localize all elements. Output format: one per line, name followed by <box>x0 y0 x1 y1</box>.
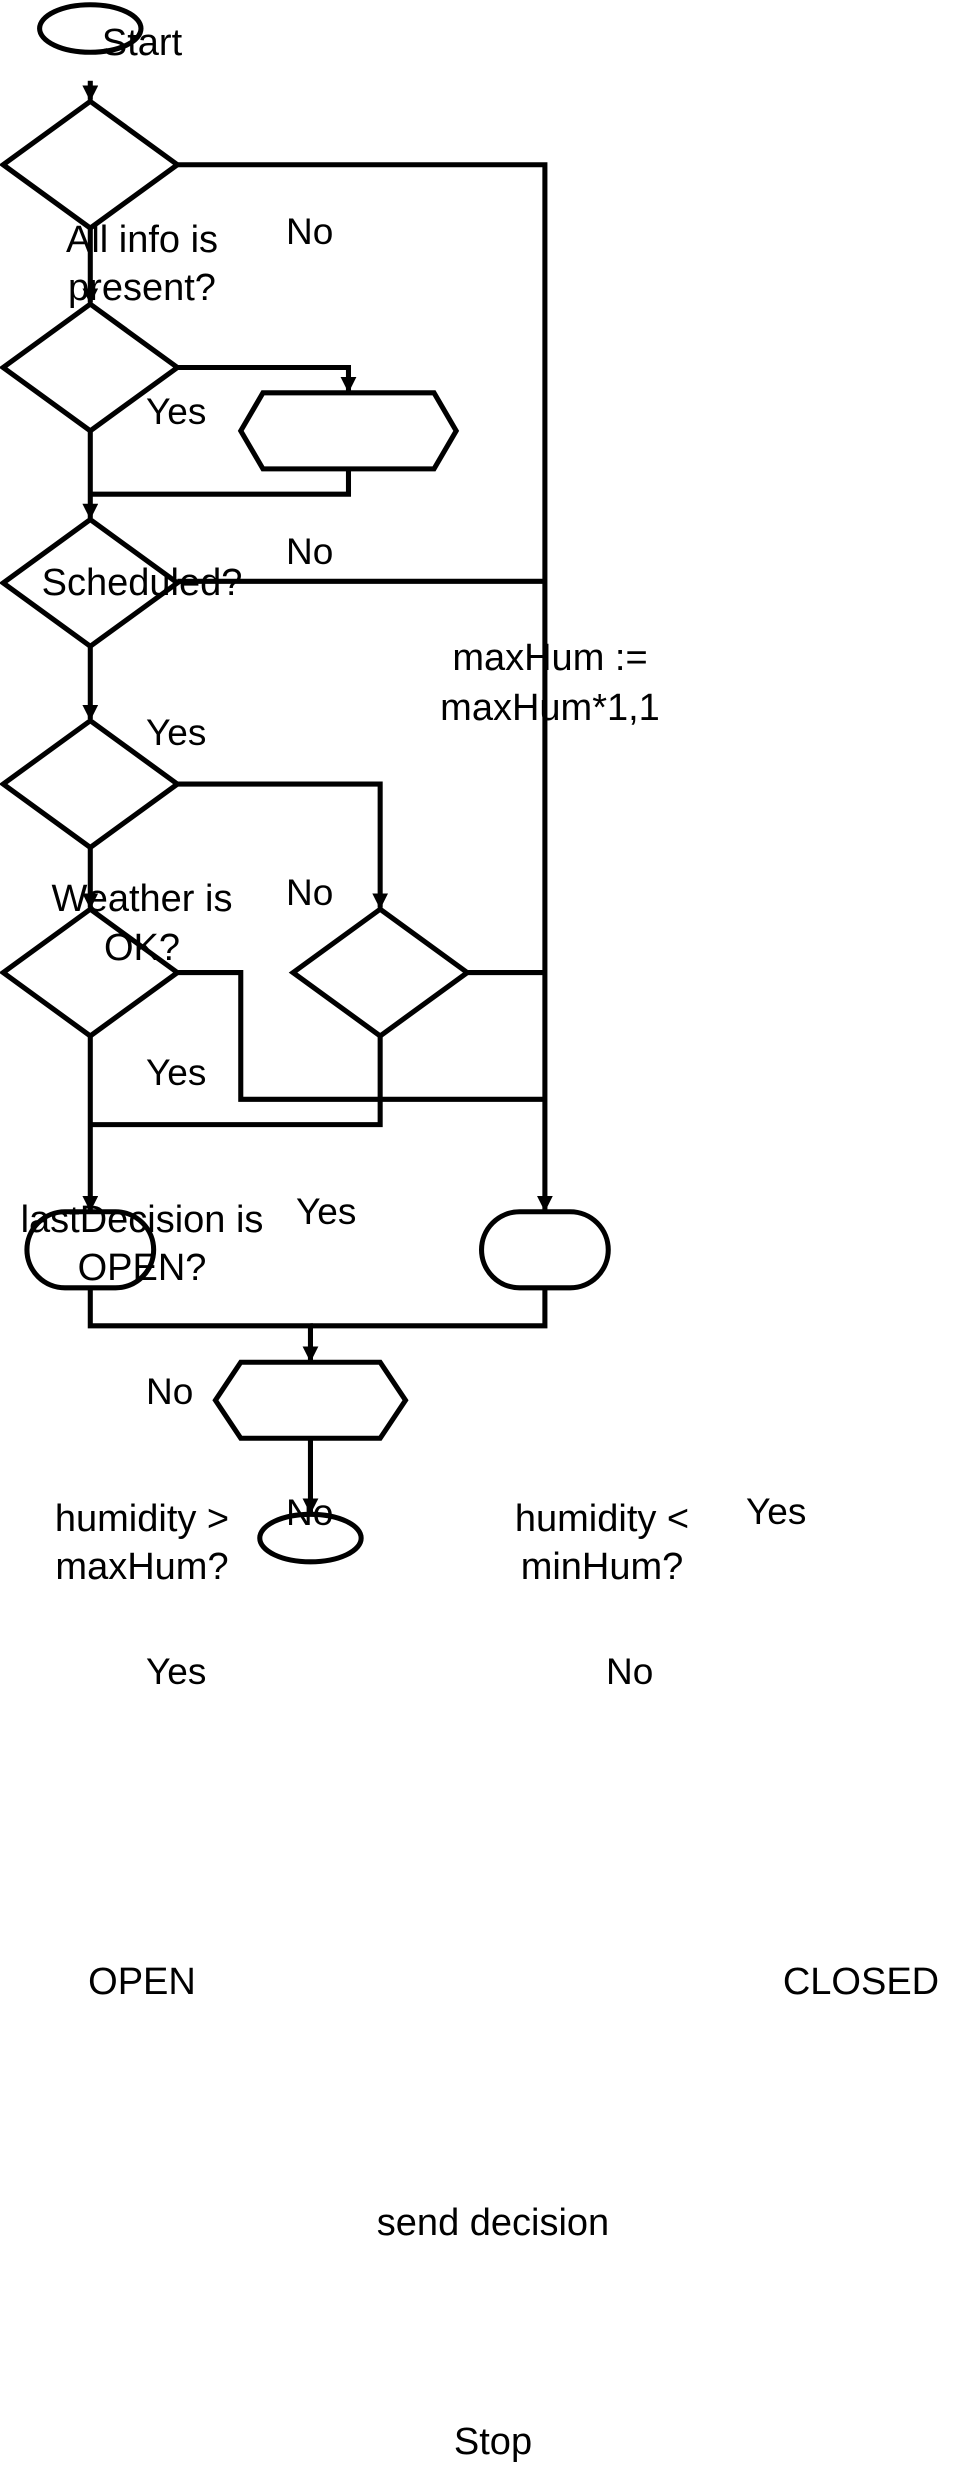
edges-main <box>0 2 611 1565</box>
label-weather-no: No <box>286 872 333 913</box>
label-humidity-gt-yes: Yes <box>146 1651 206 1692</box>
label-all-info-no: No <box>286 211 333 252</box>
open-text: OPEN <box>88 1961 196 2003</box>
send-decision-hexagon <box>212 1359 409 1441</box>
closed-text: CLOSED <box>783 1961 939 2003</box>
start-text: Start <box>102 22 183 64</box>
weather-decision <box>0 516 182 650</box>
label-weather-yes: Yes <box>146 1052 206 1093</box>
humidity-lt-text-line1: humidity < <box>515 1498 689 1540</box>
label-humidity-gt-no: No <box>286 1492 333 1533</box>
scheduled-decision <box>0 300 182 434</box>
label-all-info-yes: Yes <box>146 391 206 432</box>
last-decision-text-line1: lastDecision is <box>21 1199 264 1241</box>
node-labels: Start All info is present? Scheduled? ma… <box>21 22 940 2463</box>
edge-humidity-lt-no <box>90 1035 383 1128</box>
stop-terminal <box>257 1511 364 1565</box>
edge-humidity-gt-no <box>177 970 545 1102</box>
open-terminal <box>24 1209 157 1291</box>
label-humidity-lt-yes: Yes <box>746 1491 806 1532</box>
edge-labels: No Yes No Yes No Yes Yes No No Yes Yes N… <box>146 211 806 1692</box>
all-info-decision <box>0 98 182 232</box>
label-scheduled-yes: Yes <box>146 712 206 753</box>
humidity-gt-decision <box>0 906 182 1040</box>
weather-text-line1: Weather is <box>52 878 233 920</box>
weather-text-line2: OK? <box>104 927 180 969</box>
all-info-text-line2: present? <box>68 267 216 309</box>
last-decision-decision <box>0 717 182 851</box>
label-last-decision-no: No <box>146 1371 193 1412</box>
stop-text: Stop <box>454 2421 532 2463</box>
edge-max-hum-return <box>90 468 352 497</box>
edge-all-info-no <box>177 162 553 1212</box>
humidity-gt-text-line2: maxHum? <box>55 1546 228 1588</box>
last-decision-text-line2: OPEN? <box>78 1247 207 1289</box>
edge-last-decision-yes <box>177 781 389 910</box>
max-hum-text-line2: maxHum*1,1 <box>440 687 660 729</box>
max-hum-text-line1: maxHum := <box>452 637 647 679</box>
start-terminal <box>37 2 144 55</box>
humidity-lt-text-line2: minHum? <box>521 1546 684 1588</box>
label-humidity-lt-no: No <box>606 1651 653 1692</box>
edge-closed-to-send <box>310 1287 548 1329</box>
humidity-lt-decision <box>288 906 472 1040</box>
max-hum-adjust-hexagon <box>237 390 460 472</box>
send-decision-text: send decision <box>377 2202 609 2244</box>
edge-scheduled-no <box>177 364 357 393</box>
label-scheduled-no: No <box>286 531 333 572</box>
humidity-gt-text-line1: humidity > <box>55 1498 229 1540</box>
closed-terminal <box>479 1209 611 1291</box>
label-last-decision-yes: Yes <box>296 1191 356 1232</box>
edge-open-to-send <box>87 1287 319 1363</box>
scheduled-text: Scheduled? <box>42 562 243 604</box>
all-info-text-line1: All info is <box>66 219 218 261</box>
